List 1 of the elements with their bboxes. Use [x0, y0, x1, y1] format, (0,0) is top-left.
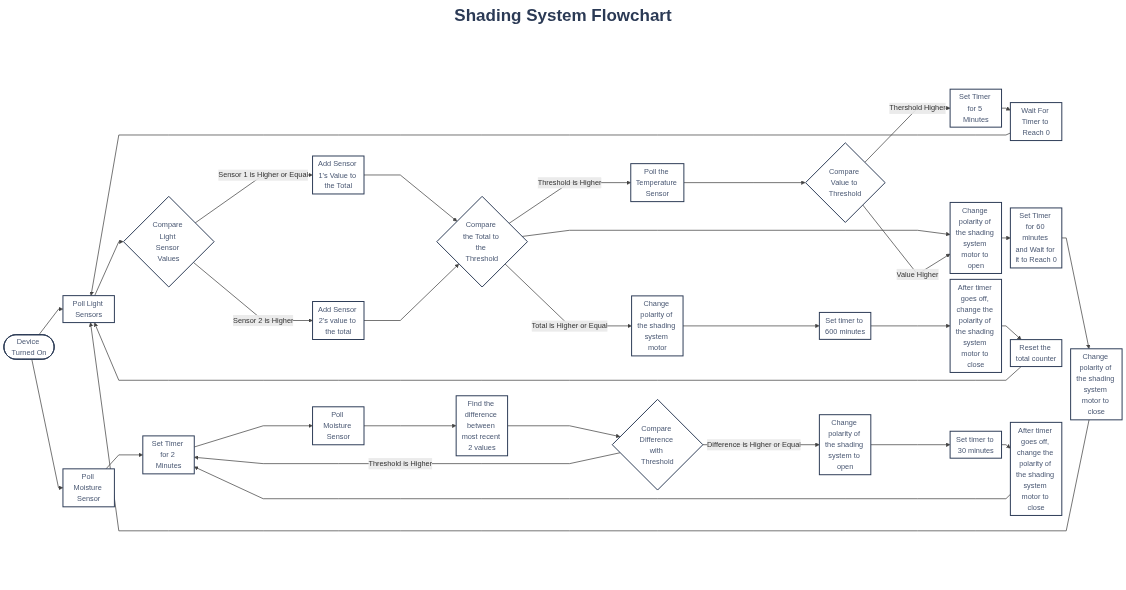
- diagram-title: Shading System Flowchart: [454, 6, 672, 26]
